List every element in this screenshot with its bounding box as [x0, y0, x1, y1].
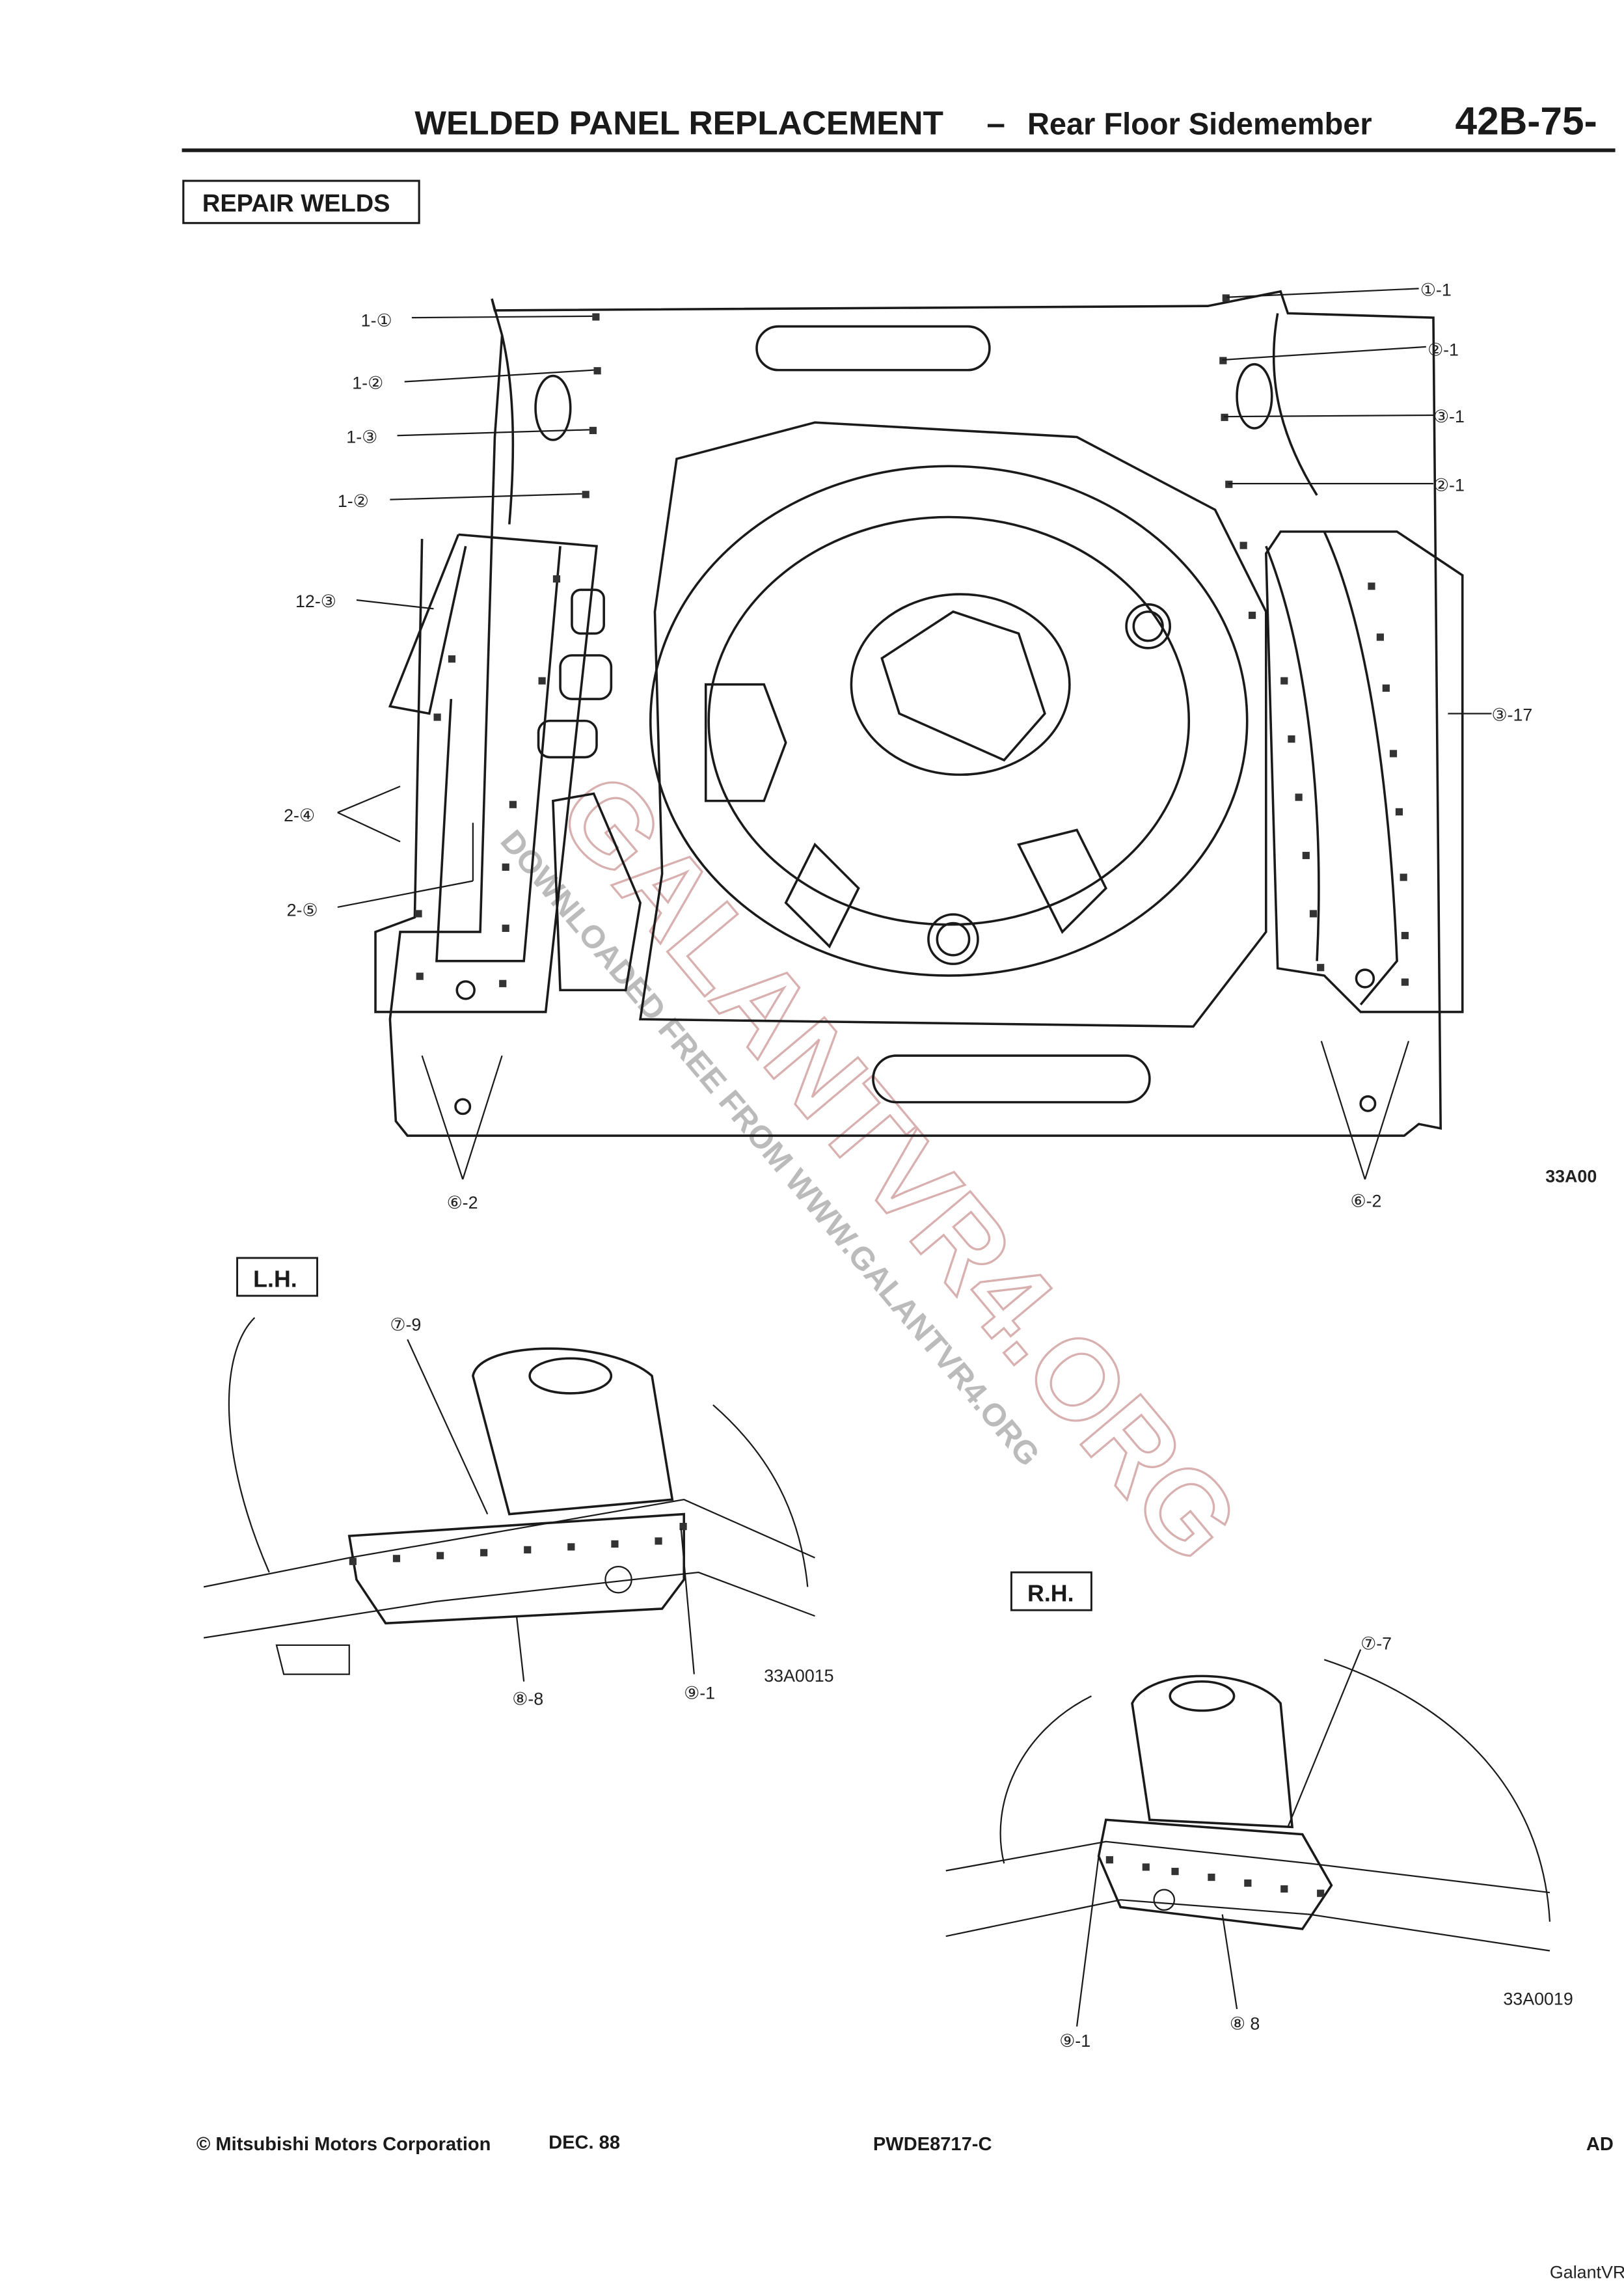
page-number: 42B-75-: [1455, 98, 1597, 143]
callout: 12-③: [295, 592, 336, 611]
site-credit: GalantVR4.org: [1550, 2263, 1624, 2282]
callout: 1-③: [346, 427, 377, 446]
figure-code: 33A0015: [764, 1666, 833, 1686]
doc-code: PWDE8717-C: [873, 2134, 992, 2155]
callout: 1-②: [338, 491, 369, 511]
main-left-callouts: 1-① 1-② 1-③ 1-② 12-③ 2-④ 2-⑤ ⑥-2: [284, 311, 478, 1212]
callout: 2-⑤: [287, 900, 318, 920]
lh-diagram: L.H. ⑦-9 ⑧-8 ⑨-1 33A0015: [203, 1257, 834, 1709]
callout: ⑨-1: [1059, 2031, 1090, 2051]
header-dash: –: [986, 103, 1005, 141]
section-label-box: REPAIR WELDS: [182, 180, 420, 225]
callout: ⑦-9: [390, 1315, 421, 1335]
watermark-main: GALANTVR4.ORG: [535, 749, 1264, 1584]
copyright: © Mitsubishi Motors Corporation: [196, 2134, 491, 2155]
callout: 1-②: [352, 374, 383, 393]
callout: ③-17: [1491, 705, 1532, 725]
rear-floor-diagram: 1-① 1-② 1-③ 1-② 12-③ 2-④ 2-⑤ ⑥-2 ①-1 ②-1…: [284, 280, 1597, 1212]
rh-diagram: R.H. ⑦-7 ⑧ 8 ⑨-1 33A0019: [945, 1571, 1573, 2051]
callout: 1-①: [361, 311, 392, 331]
main-right-callouts: ①-1 ②-1 ③-1 ②-1 ③-17 ⑥-2: [1351, 280, 1533, 1211]
figure-code: 33A0019: [1503, 1989, 1573, 2008]
callout: ①-1: [1420, 280, 1452, 300]
callout: ③-1: [1433, 407, 1465, 426]
figure-code: 33A00: [1545, 1167, 1597, 1186]
callout: ⑥-2: [447, 1193, 478, 1212]
header-subtitle: Rear Floor Sidemember: [1027, 106, 1372, 141]
page-footer: © Mitsubishi Motors Corporation DEC. 88 …: [196, 2133, 1624, 2282]
callout: ⑧ 8: [1230, 2014, 1260, 2033]
edition: AD: [1586, 2134, 1614, 2155]
watermark: GALANTVR4.ORG DOWNLOADED FREE FROM WWW.G…: [494, 748, 1265, 1586]
rh-label: R.H.: [1027, 1581, 1074, 1607]
header-title: WELDED PANEL REPLACEMENT: [414, 103, 943, 141]
callout: ②-1: [1428, 340, 1459, 359]
callout: ⑥-2: [1351, 1192, 1382, 1211]
callout: ⑦-7: [1360, 1634, 1392, 1654]
date: DEC. 88: [548, 2133, 620, 2153]
callout: ⑨-1: [684, 1684, 715, 1703]
page-header: WELDED PANEL REPLACEMENT – Rear Floor Si…: [182, 98, 1616, 152]
weld-marks: [414, 294, 1409, 987]
callout: ⑧-8: [512, 1689, 543, 1709]
callout: 2-④: [284, 806, 315, 825]
lh-label: L.H.: [253, 1266, 297, 1292]
section-label: REPAIR WELDS: [202, 190, 390, 217]
callout: ②-1: [1433, 475, 1465, 495]
